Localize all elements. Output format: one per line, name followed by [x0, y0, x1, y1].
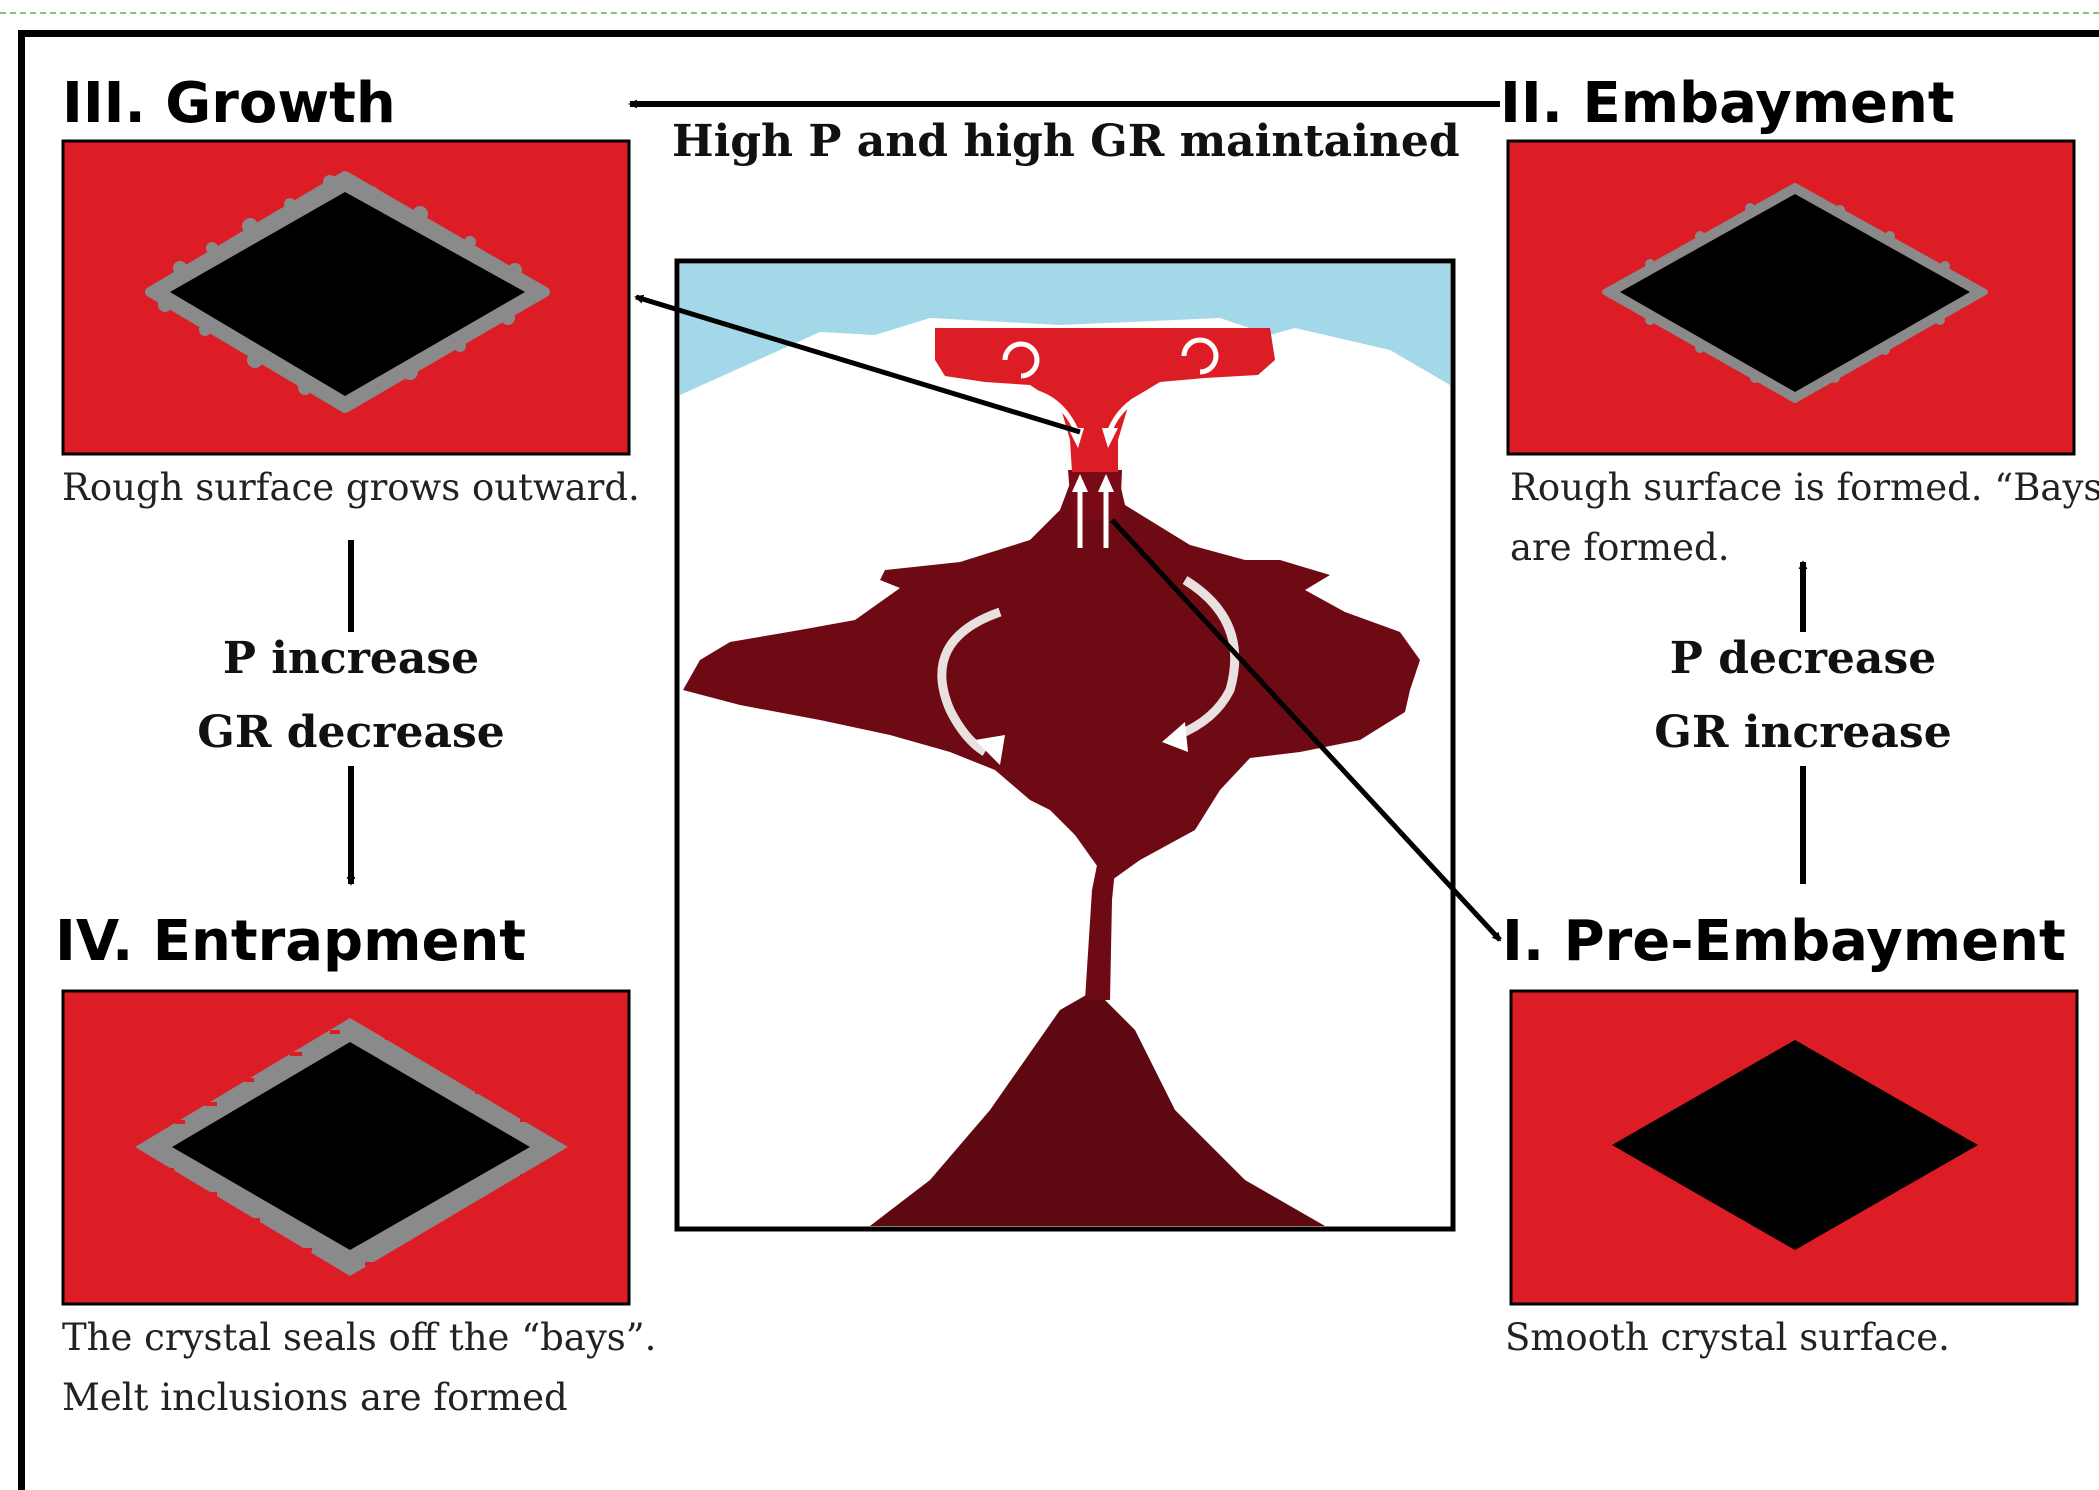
growth-title: III. Growth	[62, 76, 396, 132]
entrapment-title: IV. Entrapment	[55, 914, 526, 970]
right-condition-pressure: P decrease	[1593, 637, 2013, 681]
growth-caption: Rough surface grows outward.	[62, 458, 640, 518]
entrapment-caption-line1: The crystal seals off the “bays”.	[62, 1308, 656, 1368]
embayment-caption-line1: Rough surface is formed. “Bays”	[1510, 458, 2099, 518]
volcano-illustration	[677, 261, 1453, 1229]
right-condition-growth-rate: GR increase	[1593, 711, 2013, 755]
left-condition-growth-rate: GR decrease	[141, 711, 561, 755]
panel-pre-embayment	[1511, 991, 2077, 1304]
left-condition-pressure: P increase	[141, 637, 561, 681]
pre-embayment-caption: Smooth crystal surface.	[1505, 1308, 1950, 1368]
upper-conduit	[1068, 470, 1122, 520]
panel-entrapment	[63, 991, 629, 1304]
panel-growth	[63, 141, 629, 454]
embayment-title: II. Embayment	[1500, 76, 1955, 132]
top-transition-label: High P and high GR maintained	[672, 120, 1460, 164]
panel-embayment	[1508, 141, 2074, 454]
embayment-caption-line2: are formed.	[1510, 518, 1730, 578]
entrapment-caption-line2: Melt inclusions are formed	[62, 1368, 568, 1428]
pre-embayment-title: I. Pre-Embayment	[1502, 914, 2066, 970]
